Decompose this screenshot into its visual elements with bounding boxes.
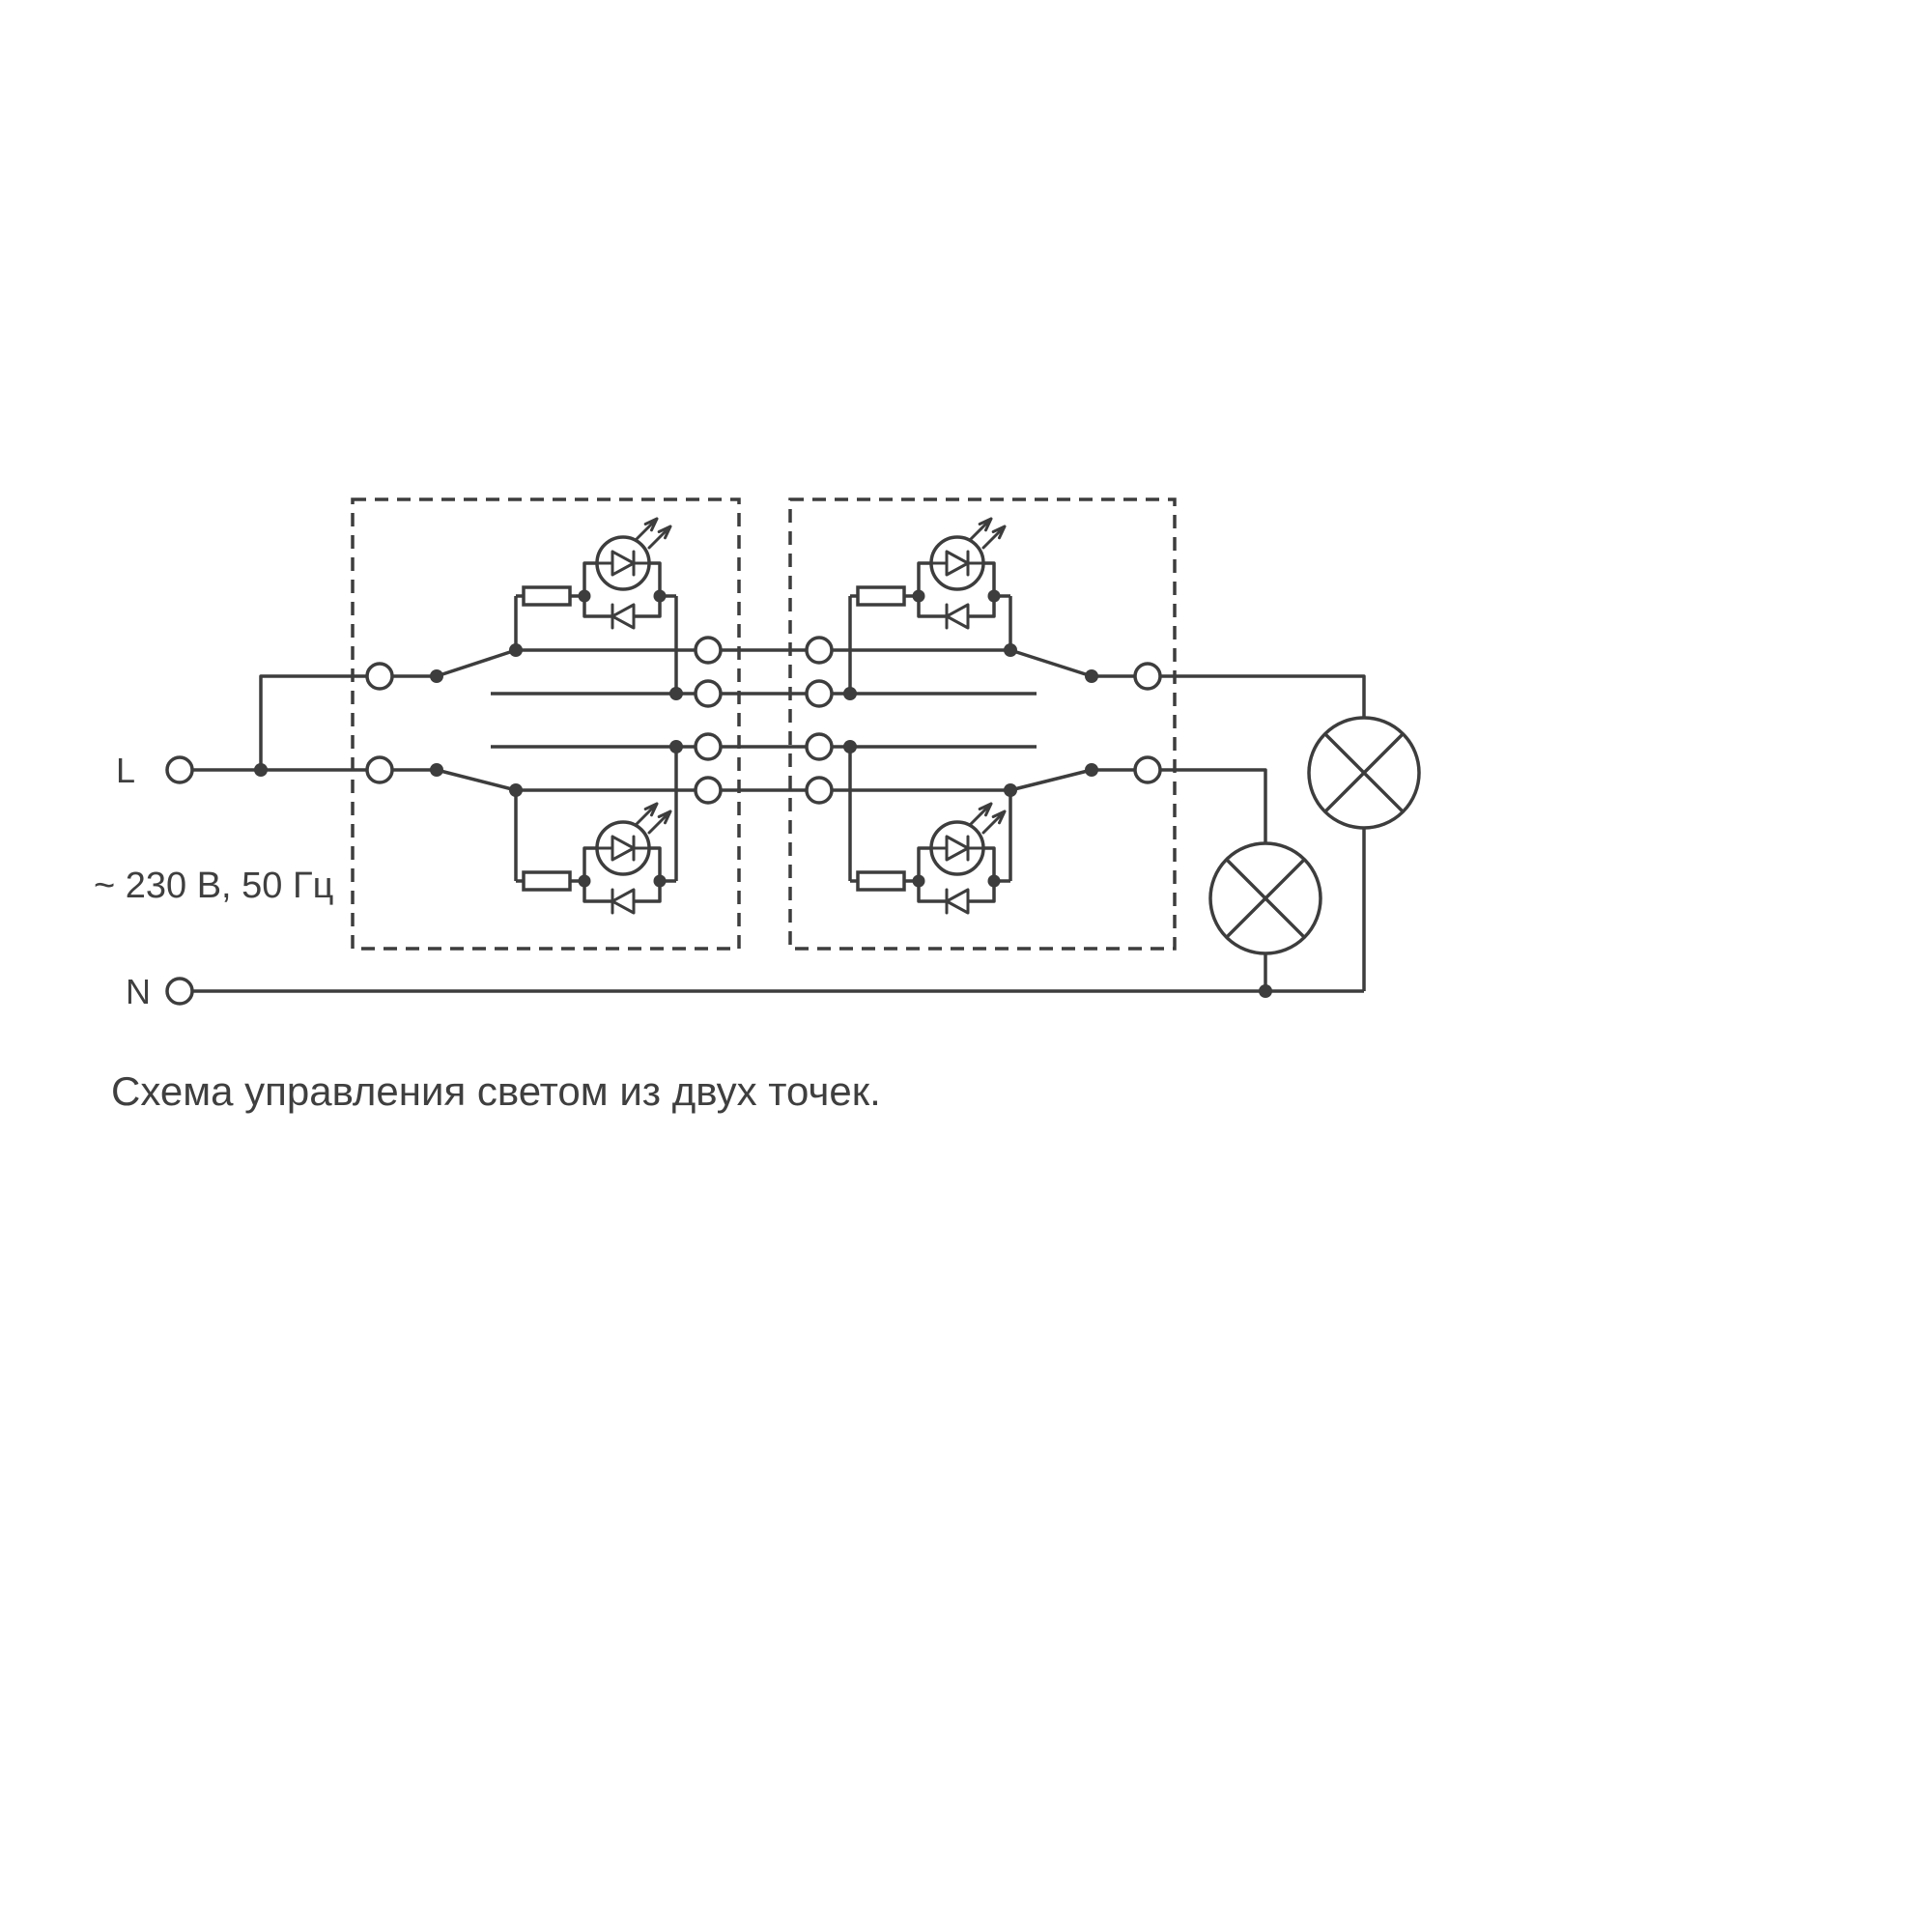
switch2-traveler-terminal-1 xyxy=(805,636,834,665)
junction-dot xyxy=(509,643,523,657)
switch1-bottom-common-terminal xyxy=(365,755,394,784)
switch2-traveler-terminal-3 xyxy=(805,732,834,761)
n-terminal xyxy=(165,977,194,1006)
l-terminal xyxy=(165,755,194,784)
wiring-path xyxy=(192,596,1366,993)
switch2-bottom-common-terminal xyxy=(1133,755,1162,784)
junction-dot xyxy=(843,740,857,753)
junction-dot xyxy=(669,740,683,753)
switch1-traveler-terminal-4 xyxy=(694,776,723,805)
neutral-label: N xyxy=(126,972,151,1011)
terminals xyxy=(165,636,1162,1006)
switch-unit-1-outline xyxy=(351,497,741,951)
led-indicator-switch2-bottom xyxy=(848,802,1012,915)
line-label: L xyxy=(116,751,135,790)
switch1-traveler-terminal-1 xyxy=(694,636,723,665)
switch1-top-arm xyxy=(436,648,517,678)
junction-dot xyxy=(430,669,443,683)
junction-dot xyxy=(843,687,857,700)
switch2-bottom-arm xyxy=(1009,768,1093,792)
junction-dot xyxy=(1004,783,1017,797)
switch2-traveler-terminal-2 xyxy=(805,679,834,708)
junction-dot xyxy=(1085,669,1098,683)
junction-dot xyxy=(669,687,683,700)
junction-dot xyxy=(1085,763,1098,777)
junction-dot xyxy=(1004,643,1017,657)
switch1-traveler-terminal-2 xyxy=(694,679,723,708)
led-indicator-switch1-top xyxy=(514,517,678,630)
switch2-traveler-terminal-4 xyxy=(805,776,834,805)
lamp-1-icon xyxy=(1307,716,1421,830)
junction-dot xyxy=(1259,984,1272,998)
led-indicator-switch2-top xyxy=(848,517,1012,630)
switch2-top-common-terminal xyxy=(1133,662,1162,691)
switch1-traveler-terminal-3 xyxy=(694,732,723,761)
junction-dot xyxy=(430,763,443,777)
wiring xyxy=(192,596,1366,993)
lamp-2-icon xyxy=(1208,841,1322,955)
caption: Схема управления светом из двух точек. xyxy=(111,1068,881,1114)
switch1-bottom-arm xyxy=(436,768,517,792)
junction-dot xyxy=(509,783,523,797)
junction-dots xyxy=(254,643,1272,998)
led-indicator-switch1-bottom xyxy=(514,802,678,915)
junction-dot xyxy=(254,763,268,777)
switch2-top-arm xyxy=(1009,648,1093,678)
supply-rating-label: ~ 230 В, 50 Гц xyxy=(94,866,333,906)
switch1-top-common-terminal xyxy=(365,662,394,691)
switch-unit-2-outline xyxy=(788,497,1177,951)
